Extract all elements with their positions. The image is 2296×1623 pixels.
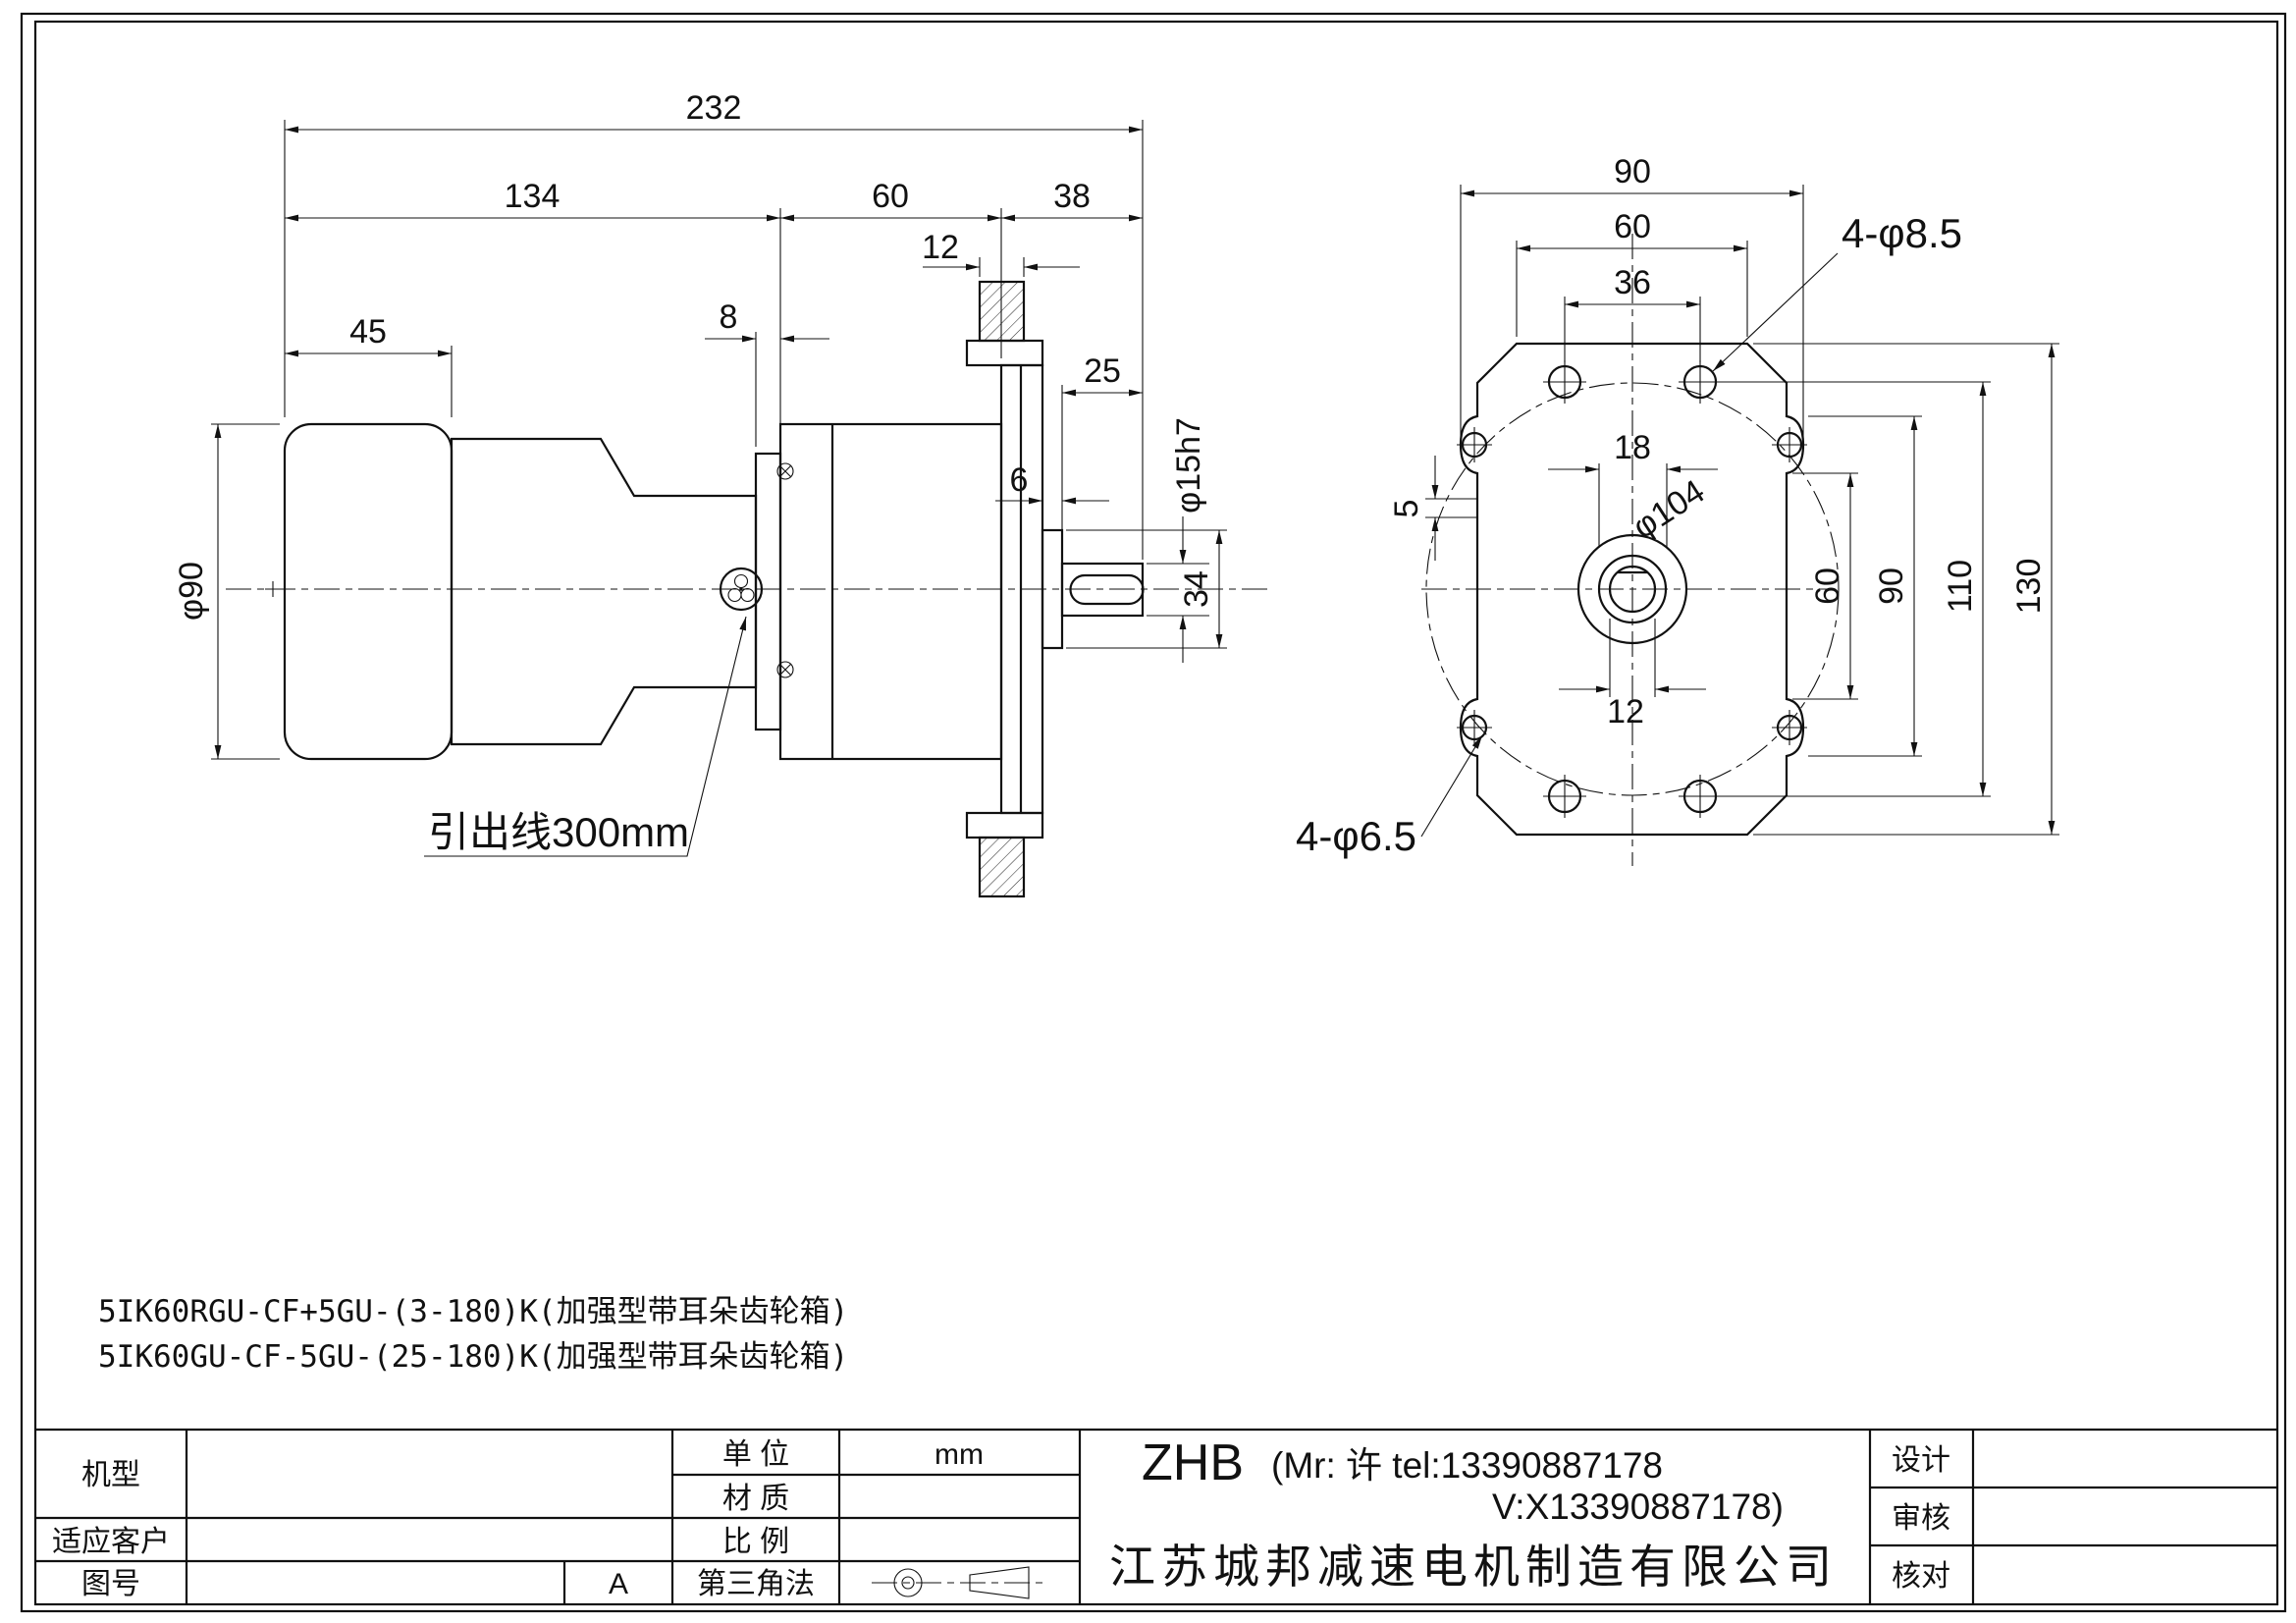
dim-overall-height: 130 [2010,559,2048,615]
dim-shaft-extension: 38 [1053,178,1091,215]
projection-label: 第三角法 [697,1568,815,1600]
dim-top-face-width: 60 [1614,208,1651,245]
dim-motor-length: 134 [505,178,561,215]
title-block: 机型 适应客户 图号 A 单 位 mm 材 质 比 例 第三角法 ZHB (Mr… [35,1428,2277,1604]
check-label: 核对 [1892,1560,1950,1593]
side-dimension-lines [214,126,1223,857]
customer-label: 适应客户 [52,1526,170,1558]
dim-flange-thickness: 8 [720,298,738,336]
dim-boss-height: 34 [1178,570,1215,608]
dim-ear-offset: 5 [1388,500,1425,518]
unit-value: mm [934,1438,984,1471]
material-label: 材 质 [722,1483,789,1515]
unit-label: 单 位 [722,1438,789,1471]
company-name: 江苏城邦减速电机制造有限公司 [1109,1541,1838,1593]
dim-gearbox-length: 60 [872,178,909,215]
front-extension-lines [1425,185,2059,836]
scale-label: 比 例 [722,1526,789,1558]
review-label: 审核 [1892,1502,1950,1535]
model-note-2: 5IK60GU-CF-5GU-(25-180)K(加强型带耳朵齿轮箱) [98,1339,848,1375]
dim-ear-inner-span: 60 [1809,568,1846,605]
ear-base-top [965,339,1044,367]
dim-hole-spacing-v: 110 [1942,560,1979,613]
gearbox-body [778,422,1003,761]
dim-motor-diameter: φ90 [173,562,210,621]
label-corner-holes: 4-φ8.5 [1842,210,1962,256]
contact-line-1: (Mr: 许 tel:13390887178 [1271,1445,1663,1486]
label-bolt-circle: φ104 [1627,472,1712,546]
dim-ear-outer-span: 90 [1873,568,1910,605]
revision-value: A [609,1568,628,1600]
dim-overall-width: 90 [1614,153,1651,190]
dim-hole-spacing-h: 36 [1614,264,1651,301]
third-angle-symbol [872,1566,1046,1599]
motor-flange-plate [754,452,782,731]
center-hub [1576,533,1688,645]
dim-rear-cover: 45 [349,313,387,351]
dim-shaft-step: 6 [1010,461,1029,499]
ear-base-bottom [965,811,1044,839]
title-block-grid [35,1428,2277,1604]
motor-rear-cover [283,422,454,761]
dim-bore-width: 12 [1607,693,1644,730]
dim-overall-length: 232 [686,89,742,127]
center-mark [265,581,281,597]
label-ear-holes: 4-φ6.5 [1296,813,1416,859]
dim-ear-thickness: 12 [922,229,959,266]
design-label: 设计 [1892,1444,1950,1477]
front-dimension-lines [1420,189,2056,838]
dim-key-length: 25 [1084,352,1121,390]
lead-wire-note: 引出线300mm [428,809,689,855]
sheet-frame [20,12,2287,1613]
shaft-keyway [1069,573,1145,606]
flange-outline [1459,342,1805,837]
model-notes: 5IK60RGU-CF+5GU-(3-180)K(加强型带耳朵齿轮箱) 5IK6… [98,1294,848,1375]
side-view: 232 134 60 38 12 45 8 25 6 φ15h7 34 φ90 … [173,89,1268,898]
dim-shaft-diameter: φ15h7 [1170,417,1207,514]
assembly-screws [776,462,794,678]
cable-gland [719,567,764,612]
bolt-circle [1425,382,1840,796]
front-view: 90 60 36 4-φ8.5 60 90 110 130 5 18 12 φ1… [1296,153,2059,866]
front-centerlines [1421,234,1836,866]
motor-body [450,437,758,746]
brand-text: ZHB [1142,1434,1244,1491]
side-extension-lines [211,120,1227,760]
corner-holes [1543,360,1722,818]
dim-hub-width: 18 [1614,429,1651,466]
drawing-no-label: 图号 [81,1568,140,1600]
contact-line-2: V:X13390887178) [1492,1487,1784,1527]
machine-type-label: 机型 [81,1459,140,1491]
ear-tab-bottom [978,836,1026,898]
model-note-1: 5IK60RGU-CF+5GU-(3-180)K(加强型带耳朵齿轮箱) [98,1294,848,1329]
